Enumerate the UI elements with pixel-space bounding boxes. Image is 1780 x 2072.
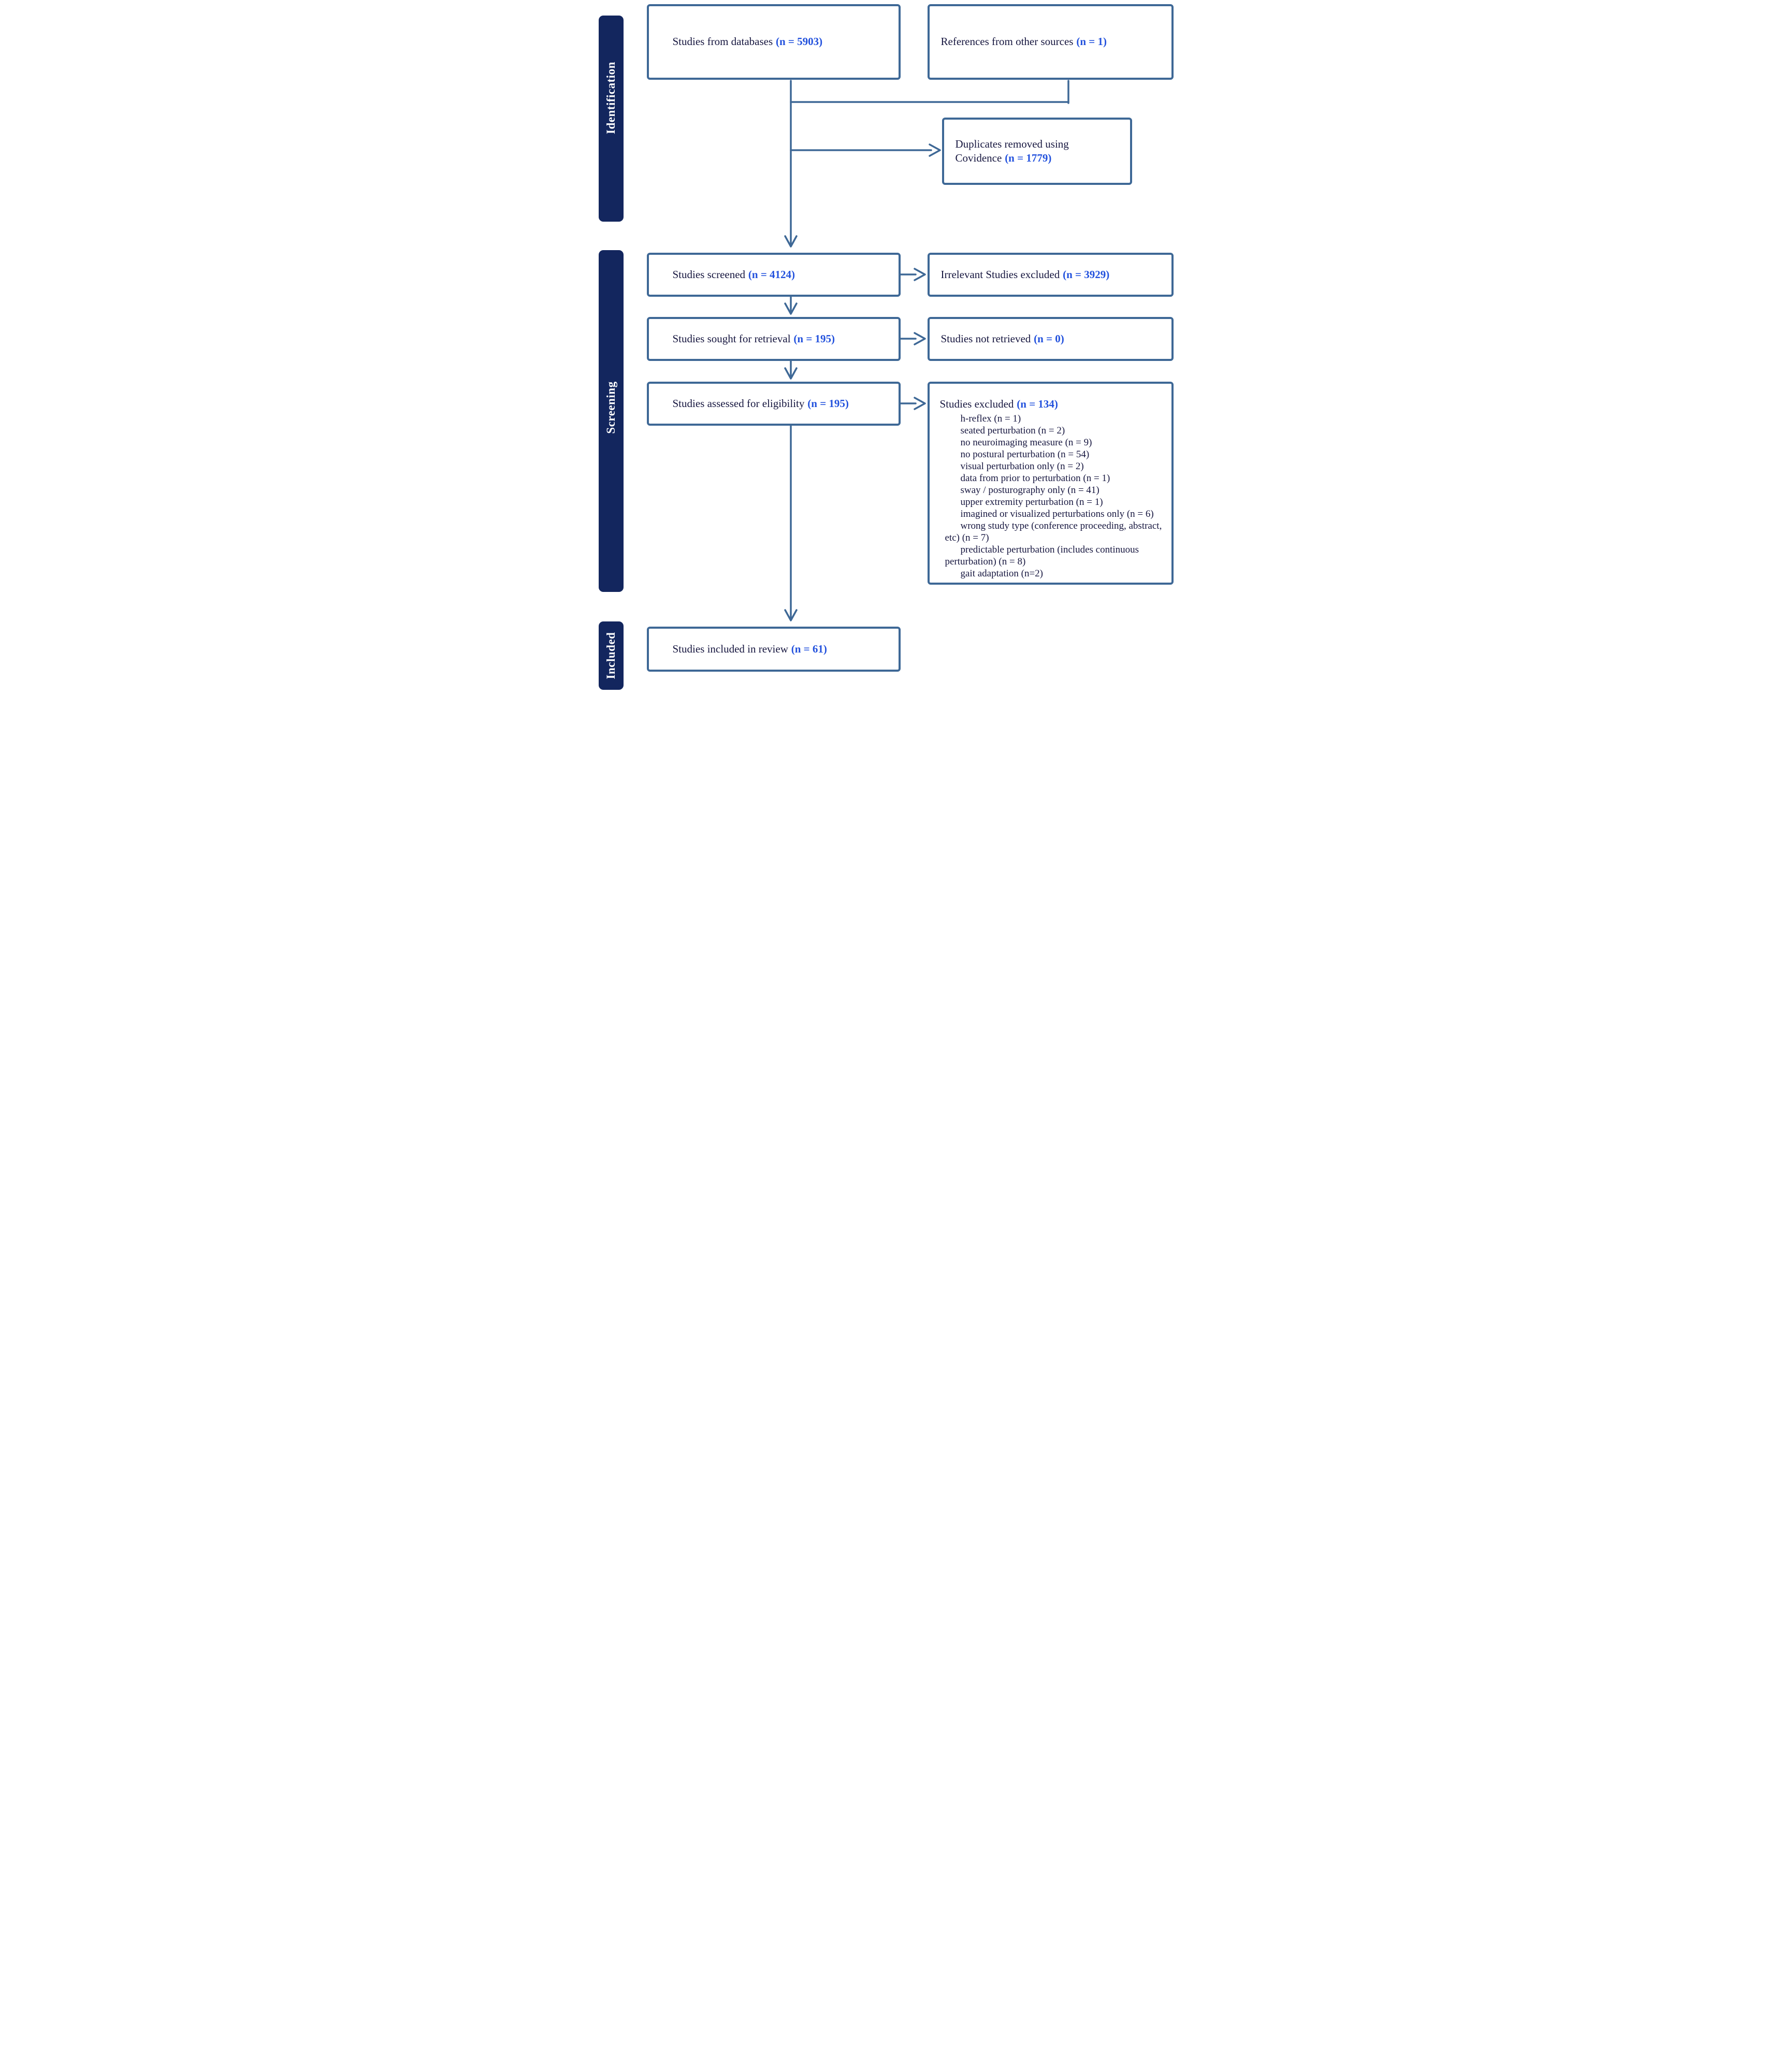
- box-count: (n = 195): [807, 397, 849, 410]
- stage-label-identification: Identification: [604, 62, 617, 135]
- box-not-retrieved: Studies not retrieved(n = 0): [927, 317, 1174, 361]
- box-label: Studies screened: [672, 268, 746, 281]
- arrowhead-right-icon: [913, 268, 926, 281]
- reason-item: sway / posturography only (n = 41): [960, 485, 1099, 496]
- stage-band-included: Included: [598, 621, 624, 690]
- box-studies-excluded: Studies excluded(n = 134) h-reflex (n = …: [927, 382, 1174, 585]
- reason-item: no neuroimaging measure (n = 9): [960, 437, 1092, 448]
- box-count: (n = 1779): [1005, 152, 1052, 164]
- box-label: Duplicates removed using Covidence: [955, 137, 1069, 164]
- stage-label-screening: Screening: [604, 381, 617, 434]
- connector-sought-to-assessed: [784, 360, 798, 380]
- reason-item: imagined or visualized perturbations onl…: [960, 509, 1154, 519]
- connector-branch-to-duplicates: [789, 143, 941, 157]
- connector-assessed-to-included: [784, 425, 798, 621]
- box-sought-for-retrieval: Studies sought for retrieval(n = 195): [646, 317, 901, 361]
- box-references-other-sources: References from other sources(n = 1): [927, 4, 1174, 80]
- excluded-reasons-list: h-reflex (n = 1) seated perturbation (n …: [940, 413, 1166, 579]
- arrowhead-down-icon: [784, 235, 798, 248]
- reason-item: visual perturbation only (n = 2): [960, 461, 1084, 472]
- arrowhead-right-icon: [913, 332, 926, 345]
- arrowhead-down-icon: [784, 367, 798, 380]
- box-label: Studies from databases: [672, 35, 773, 48]
- box-studies-screened: Studies screened(n = 4124): [646, 253, 901, 297]
- reason-item: h-reflex (n = 1): [960, 413, 1021, 424]
- arrowhead-down-icon: [784, 302, 798, 315]
- excluded-heading: Studies excluded(n = 134): [940, 397, 1166, 411]
- stage-label-included: Included: [604, 632, 617, 679]
- box-label: Studies assessed for eligibility: [672, 397, 805, 410]
- connector-screened-to-sought: [784, 296, 798, 315]
- arrowhead-right-icon: [928, 143, 941, 157]
- box-assessed-eligibility: Studies assessed for eligibility(n = 195…: [646, 382, 901, 426]
- box-count: (n = 0): [1034, 332, 1064, 345]
- connector-screened-to-irrelevant: [899, 268, 926, 281]
- box-count: (n = 5903): [776, 35, 823, 48]
- box-count: (n = 195): [793, 332, 835, 345]
- box-label: Irrelevant Studies excluded: [940, 268, 1060, 281]
- stage-band-screening: Screening: [598, 250, 624, 592]
- reason-item: no postural perturbation (n = 54): [960, 449, 1090, 460]
- reason-item: data from prior to perturbation (n = 1): [960, 473, 1110, 484]
- stage-band-identification: Identification: [598, 16, 624, 222]
- arrowhead-right-icon: [913, 397, 926, 410]
- reason-item: upper extremity perturbation (n = 1): [960, 497, 1103, 508]
- box-studies-from-databases: Studies from databases(n = 5903): [646, 4, 901, 80]
- box-count: (n = 3929): [1063, 268, 1110, 281]
- reason-item: wrong study type (conference proceeding,…: [945, 520, 1162, 543]
- connector-sought-to-notretrieved: [899, 332, 926, 345]
- reason-item: seated perturbation (n = 2): [960, 425, 1065, 436]
- connector-assessed-to-excluded: [899, 397, 926, 410]
- prisma-flow-diagram: Identification Screening Included: [593, 0, 1187, 691]
- connector-references-join: [789, 80, 1069, 104]
- reason-item: predictable perturbation (includes conti…: [945, 544, 1139, 567]
- box-label: Studies sought for retrieval: [672, 332, 791, 345]
- arrowhead-down-icon: [784, 609, 798, 621]
- box-label: Studies not retrieved: [940, 332, 1031, 345]
- box-count: (n = 4124): [748, 268, 795, 281]
- box-label: Studies included in review: [672, 642, 788, 655]
- box-label: References from other sources: [940, 35, 1074, 48]
- reason-item: gait adaptation (n=2): [960, 568, 1044, 579]
- box-count: (n = 61): [791, 642, 827, 655]
- box-count: (n = 1): [1076, 35, 1107, 48]
- box-included-in-review: Studies included in review(n = 61): [646, 627, 901, 672]
- box-irrelevant-excluded: Irrelevant Studies excluded(n = 3929): [927, 253, 1174, 297]
- box-count: (n = 134): [1017, 398, 1058, 410]
- connector-databases-to-screened: [784, 80, 798, 248]
- box-duplicates-removed: Duplicates removed using Covidence(n = 1…: [942, 118, 1132, 185]
- box-label: Studies excluded: [939, 398, 1014, 410]
